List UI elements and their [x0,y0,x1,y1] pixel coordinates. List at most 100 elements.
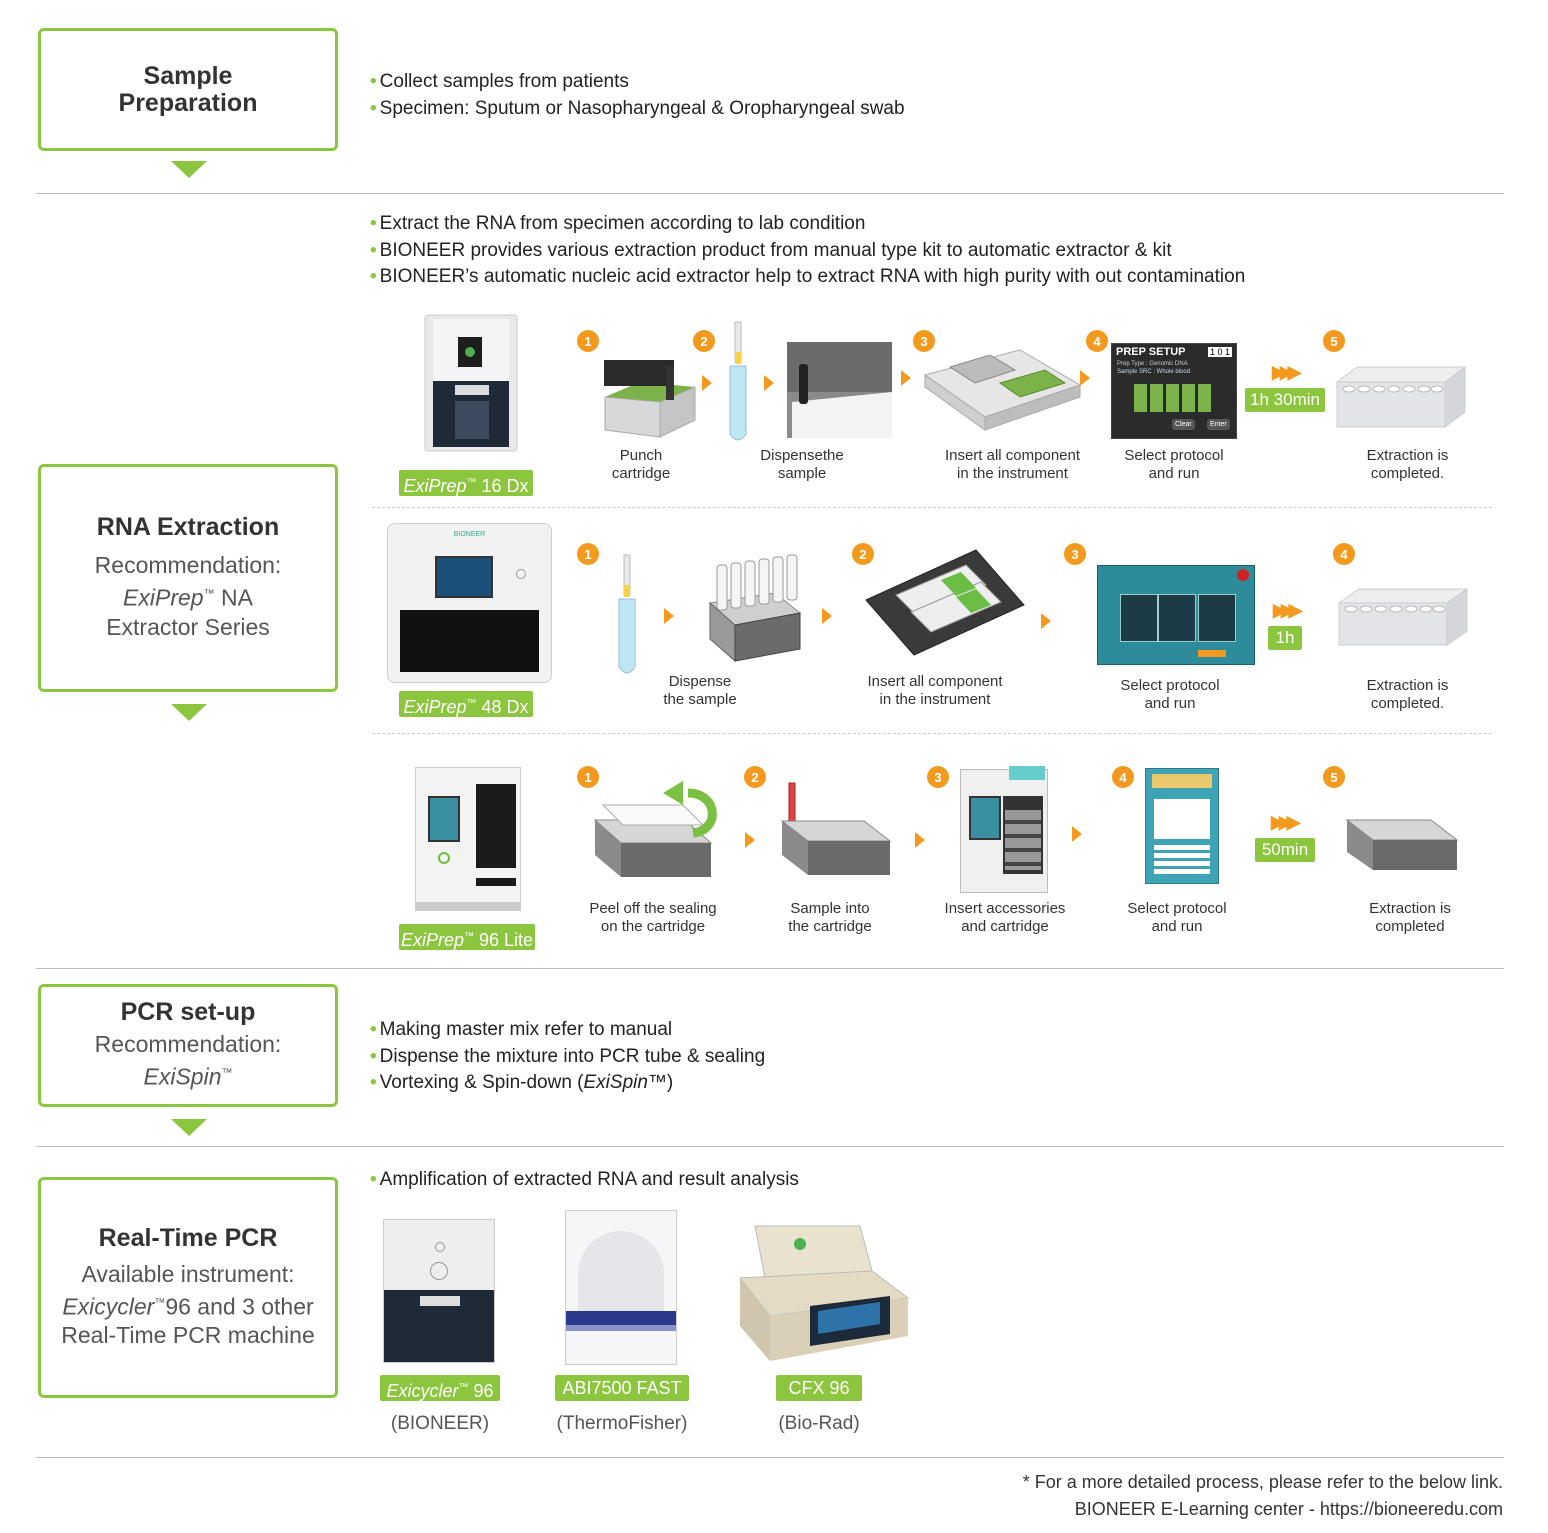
stage-subtitle: Exicycler™96 and 3 other [62,1293,314,1320]
punch-cartridge-image [604,360,696,438]
exiprep-48dx-image: BIONEER [387,523,552,683]
row-separator [372,507,1492,508]
brand-logo: BIONEER [453,531,486,538]
step-badge: 2 [693,330,715,352]
step-badge: 1 [577,766,599,788]
tube-image [618,554,636,674]
next-arrow-icon [901,370,911,386]
tube-image [729,321,747,441]
peel-sealing-image [593,781,717,877]
next-arrow-icon [822,608,832,624]
row-separator [372,733,1492,734]
next-arrow-icon [664,608,674,624]
fast-forward-icon: ▶▶▶ [1271,812,1300,832]
step-badge: 2 [744,766,766,788]
bullet-item: •BIONEER’s automatic nucleic acid extrac… [370,266,1246,287]
cfx96-image [739,1225,910,1361]
screen-enter-button: Enter [1207,419,1230,430]
step-badge: 4 [1112,766,1134,788]
rna-extraction-bullets: •Extract the RNA from specimen according… [370,211,1245,291]
bullet-item: •Extract the RNA from specimen according… [370,213,866,234]
time-label: 1h [1268,626,1302,650]
insert-component-image [865,549,1025,656]
next-arrow-icon [1041,613,1051,629]
stage-subtitle: Recommendation: [94,552,282,579]
bullet-item: •Collect samples from patients [370,71,629,92]
abi7500-image [565,1210,677,1365]
stage-subtitle: ExiSpin™ [143,1063,233,1090]
instrument-maker: (ThermoFisher) [556,1413,688,1434]
divider [36,1457,1504,1458]
exiprep-96lite-image [415,767,521,911]
protocol-screen-image [1145,768,1219,884]
footer-link[interactable]: BIONEER E-Learning center - https://bion… [1074,1499,1503,1519]
stage-realtime-pcr: Real-Time PCR Available instrument: Exic… [38,1177,338,1398]
time-label: 1h 30min [1245,388,1325,412]
screen-title: PREP SETUP [1116,346,1186,358]
stage-title: Preparation [118,88,258,117]
bullet-item: •Amplification of extracted RNA and resu… [370,1169,799,1190]
divider [36,968,1504,969]
product-label-exiprep-16dx: ExiPrep™ 16 Dx [399,470,533,496]
down-arrow-icon [171,161,207,178]
dispense-sample-image [787,342,892,438]
step-badge: 1 [577,543,599,565]
instrument-label-abi7500: ABI7500 FAST [555,1375,689,1401]
product-label-exiprep-48dx: ExiPrep™ 48 Dx [399,691,533,717]
stage-pcr-setup: PCR set-up Recommendation: ExiSpin™ [38,984,338,1107]
realtime-pcr-bullets: •Amplification of extracted RNA and resu… [370,1167,799,1194]
bullet-item: •Making master mix refer to manual [370,1019,673,1040]
step-badge: 2 [852,543,874,565]
instrument-maker: (Bio-Rad) [778,1413,860,1434]
screen-line: Sample SRC : Whole blood [1117,369,1191,375]
strip-tubes-image [708,554,802,663]
sample-plate-image [780,782,892,875]
fast-forward-icon: ▶▶▶ [1273,600,1302,620]
step-badge: 1 [577,330,599,352]
tube-rack-image [1337,588,1469,646]
next-arrow-icon [1072,826,1082,842]
finished-plate-image [1345,819,1459,870]
bullet-item: •Specimen: Sputum or Nasopharyngeal & Or… [370,97,905,119]
stage-rna-extraction: RNA Extraction Recommendation: ExiPrep™ … [38,464,338,692]
screen-clear-button: Clear [1172,419,1195,430]
down-arrow-icon [171,704,207,721]
stage-title: Real-Time PCR [98,1223,278,1252]
stage-title: Sample [143,61,233,90]
down-arrow-icon [171,1119,207,1136]
bullet-item: •Vortexing & Spin-down (ExiSpin™) [370,1072,674,1093]
sample-prep-bullets: •Collect samples from patients •Specimen… [370,69,905,122]
instrument-label-cfx96: CFX 96 [776,1375,862,1401]
stage-subtitle: ExiPrep™ NA [123,584,253,611]
product-label-exiprep-96lite: ExiPrep™ 96 Lite [399,924,535,950]
step-badge: 4 [1333,543,1355,565]
stage-title: PCR set-up [120,998,256,1027]
insert-accessories-image [960,766,1048,893]
bullet-item: •Dispense the mixture into PCR tube & se… [370,1045,766,1067]
next-arrow-icon [915,832,925,848]
tube-rack-image [1335,366,1467,428]
screen-digits: 1 0 1 [1207,347,1232,357]
time-label: 50min [1255,838,1315,862]
next-arrow-icon [764,375,774,391]
stage-subtitle: Extractor Series [106,613,270,640]
stage-sample-preparation: Sample Preparation [38,28,338,151]
stage-subtitle: Recommendation: [94,1031,282,1058]
step-badge: 5 [1323,330,1345,352]
divider [36,1146,1504,1147]
next-arrow-icon [702,375,712,391]
stage-title: RNA Extraction [96,513,280,542]
instrument-label-exicycler: Exicycler™ 96 [380,1375,500,1401]
step-badge: 3 [1064,543,1086,565]
